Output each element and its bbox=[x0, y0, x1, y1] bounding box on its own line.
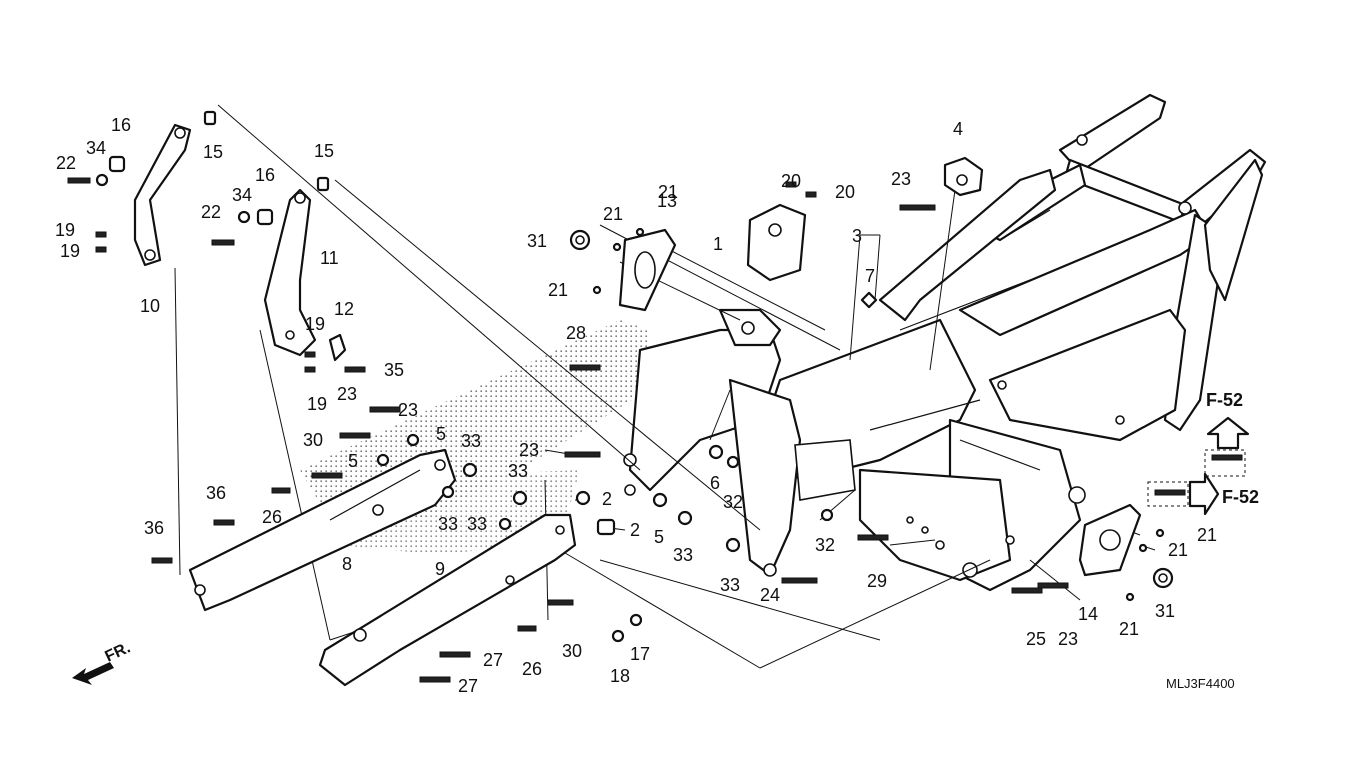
ref-arrow-up bbox=[1204, 416, 1250, 477]
callout-13: 13 bbox=[657, 191, 677, 211]
callout-5: 5 bbox=[436, 424, 446, 444]
callout-27: 27 bbox=[458, 676, 478, 696]
callout-22: 22 bbox=[56, 153, 76, 173]
callout-35: 35 bbox=[384, 360, 404, 380]
callout-23: 23 bbox=[337, 384, 357, 404]
callout-21: 21 bbox=[548, 280, 568, 300]
callout-12: 12 bbox=[334, 299, 354, 319]
part-11-bracket[interactable] bbox=[263, 188, 317, 357]
callout-16: 16 bbox=[111, 115, 131, 135]
callout-21: 21 bbox=[1119, 619, 1139, 639]
part-4-bracket[interactable] bbox=[943, 156, 984, 197]
main-frame[interactable] bbox=[623, 93, 1267, 592]
callout-32: 32 bbox=[723, 492, 743, 512]
callout-18: 18 bbox=[610, 666, 630, 686]
callout-19: 19 bbox=[307, 394, 327, 414]
callout-5: 5 bbox=[348, 451, 358, 471]
callout-19: 19 bbox=[55, 220, 75, 240]
callout-36: 36 bbox=[206, 483, 226, 503]
callout-5: 5 bbox=[654, 527, 664, 547]
callout-15: 15 bbox=[314, 141, 334, 161]
part-10-bracket[interactable] bbox=[133, 123, 192, 267]
part-14-plate[interactable] bbox=[1078, 503, 1142, 577]
callout-7: 7 bbox=[865, 266, 875, 286]
callout-19: 19 bbox=[60, 241, 80, 261]
callout-21: 21 bbox=[1197, 525, 1217, 545]
callout-3: 3 bbox=[852, 226, 862, 246]
reference-label-f52-right: F-52 bbox=[1222, 487, 1259, 507]
callout-33: 33 bbox=[467, 514, 487, 534]
callout-21: 21 bbox=[658, 182, 678, 202]
callout-33: 33 bbox=[461, 431, 481, 451]
callout-19: 19 bbox=[305, 314, 325, 334]
callout-2: 2 bbox=[602, 489, 612, 509]
callout-20: 20 bbox=[835, 182, 855, 202]
callout-30: 30 bbox=[303, 430, 323, 450]
callout-9: 9 bbox=[435, 559, 445, 579]
ref-arrow-right bbox=[1147, 472, 1220, 516]
reference-label-f52-upper: F-52 bbox=[1206, 390, 1243, 410]
callout-30: 30 bbox=[562, 641, 582, 661]
callout-labels: 1 2 2 3 4 5 5 5 6 7 8 9 10 11 12 13 14 1… bbox=[55, 115, 1259, 696]
callout-10: 10 bbox=[140, 296, 160, 316]
front-direction-label: FR. bbox=[103, 639, 134, 665]
callout-26: 26 bbox=[522, 659, 542, 679]
callout-11: 11 bbox=[320, 248, 339, 268]
callout-23: 23 bbox=[1058, 629, 1078, 649]
part-31-grommet-upper[interactable] bbox=[569, 229, 591, 251]
dotted-shading-upper bbox=[300, 320, 650, 520]
callout-17: 17 bbox=[630, 644, 650, 664]
callout-32: 32 bbox=[815, 535, 835, 555]
callout-8: 8 bbox=[342, 554, 352, 574]
part-9-cross-member[interactable] bbox=[318, 513, 577, 687]
callout-34: 34 bbox=[232, 185, 252, 205]
callout-2: 2 bbox=[630, 520, 640, 540]
callout-34: 34 bbox=[86, 138, 106, 158]
callout-22: 22 bbox=[201, 202, 221, 222]
callout-36: 36 bbox=[144, 518, 164, 538]
callout-31: 31 bbox=[1155, 601, 1175, 621]
callout-16: 16 bbox=[255, 165, 275, 185]
callout-23: 23 bbox=[891, 169, 911, 189]
callout-4: 4 bbox=[953, 119, 963, 139]
callout-15: 15 bbox=[203, 142, 223, 162]
callout-33: 33 bbox=[720, 575, 740, 595]
part-1-ecu-unit[interactable] bbox=[746, 203, 807, 282]
callout-20: 20 bbox=[781, 171, 801, 191]
front-direction-arrow bbox=[72, 662, 114, 685]
callout-29: 29 bbox=[867, 571, 887, 591]
callout-6: 6 bbox=[710, 473, 720, 493]
part-31-grommet-lower[interactable] bbox=[1152, 567, 1174, 589]
callout-31: 31 bbox=[527, 231, 547, 251]
callout-24: 24 bbox=[760, 585, 780, 605]
callout-21: 21 bbox=[1168, 540, 1188, 560]
callout-23: 23 bbox=[519, 440, 539, 460]
callout-27: 27 bbox=[483, 650, 503, 670]
fasteners bbox=[67, 110, 1243, 683]
callout-25: 25 bbox=[1026, 629, 1046, 649]
callout-1: 1 bbox=[713, 234, 723, 254]
callout-28: 28 bbox=[566, 323, 586, 343]
callout-33: 33 bbox=[508, 461, 528, 481]
callout-21: 21 bbox=[603, 204, 623, 224]
callout-33: 33 bbox=[438, 514, 458, 534]
callout-14: 14 bbox=[1078, 604, 1098, 624]
leader-lines bbox=[174, 104, 1156, 669]
drawing-code: MLJ3F4400 bbox=[1166, 676, 1235, 691]
callout-26: 26 bbox=[262, 507, 282, 527]
callout-33: 33 bbox=[673, 545, 693, 565]
callout-23: 23 bbox=[398, 400, 418, 420]
part-13-plate[interactable] bbox=[618, 228, 677, 312]
